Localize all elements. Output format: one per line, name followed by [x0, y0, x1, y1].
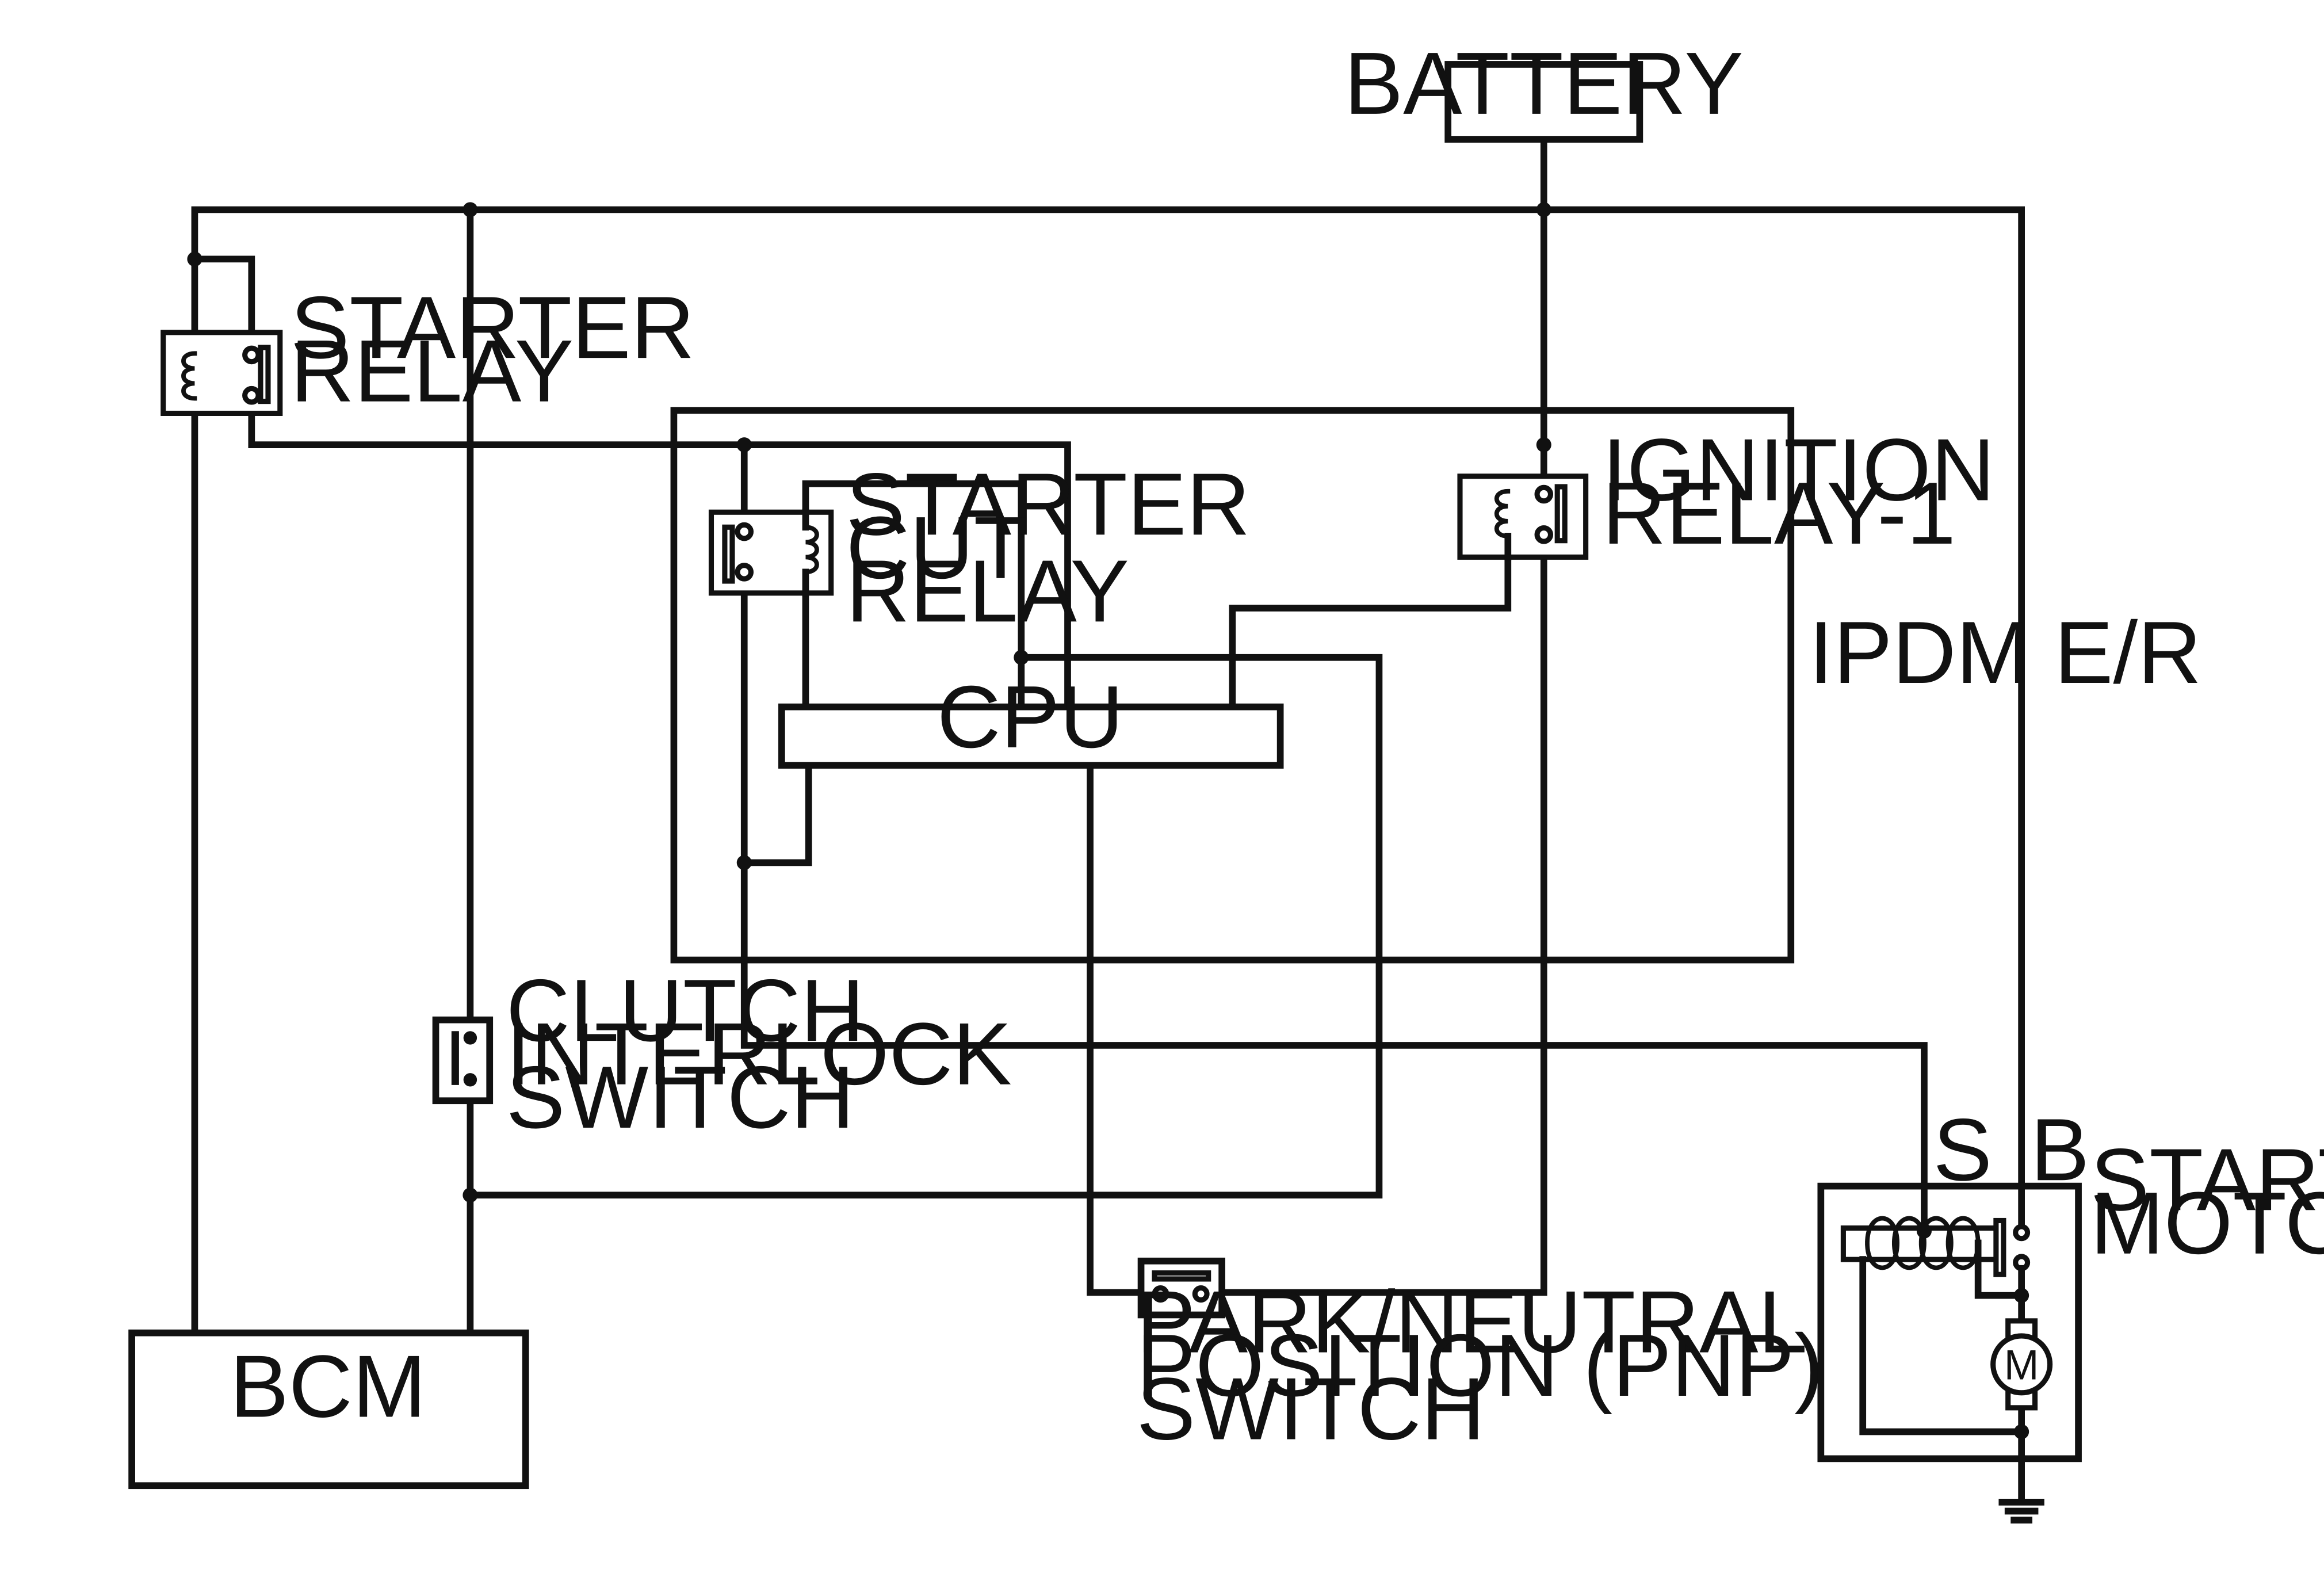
ipdm-outline	[670, 407, 1795, 964]
pnp-label-2: POSITION (PNP)	[1137, 1316, 1824, 1415]
motor-symbol: M	[2004, 1342, 2039, 1388]
wire-clutch-return	[467, 654, 1383, 1199]
bcm: BCM	[128, 1329, 529, 1490]
starter-relay: STARTER RELAY	[160, 278, 695, 421]
cpu-label: CPU	[937, 667, 1123, 766]
coil-icon	[1494, 488, 1511, 539]
ignition-relay-label-1: IGNITION	[1602, 420, 1994, 519]
cut-relay-label-2: CUT	[846, 498, 1028, 597]
ipdm-label: IPDM E/R	[1809, 603, 2202, 702]
battery-label: BATTERY	[1344, 34, 1744, 133]
starter-relay-label-1: STARTER	[290, 278, 695, 377]
terminal-b-label: B	[2031, 1100, 2089, 1199]
wire-starter-relay-feed	[191, 255, 255, 356]
battery: BATTERY	[1344, 34, 1744, 143]
junction-dot	[462, 1187, 478, 1203]
cut-relay-label-3: RELAY	[846, 541, 1129, 640]
coil-icon	[181, 351, 197, 401]
wire-cpu-ignition	[1229, 553, 1512, 711]
junction-dot	[1014, 650, 1029, 665]
pnp-switch: PARK/NEUTRAL POSITION (PNP) SWITCH	[1137, 1257, 1824, 1458]
junction-dot	[187, 251, 202, 267]
terminal-s-label: S	[1933, 1100, 1992, 1199]
clutch-label-3: SWITCH	[506, 1048, 855, 1147]
junction-dot	[2014, 1424, 2029, 1439]
starter-cut-relay: STARTER CUT RELAY	[708, 455, 1251, 640]
ignition-relay: IGNITION RELAY-1	[1457, 420, 1995, 563]
wire-cpu-pnp	[1087, 762, 1145, 1296]
starter-motor-label-1: STARTER	[2090, 1130, 2324, 1229]
ipdm-module: IPDM E/R	[670, 407, 2202, 964]
clutch-interlock-switch: CLUTCH INTERLOCK SWITCH	[432, 961, 1012, 1147]
wire-cpu-monitor	[740, 762, 812, 866]
solenoid-coil-icon	[1865, 1216, 1981, 1270]
junction-dot	[462, 202, 478, 217]
ignition-relay-label-2: RELAY-1	[1602, 464, 1956, 563]
wiring	[191, 136, 2025, 1337]
pnp-label-3: SWITCH	[1137, 1360, 1485, 1458]
junction-dot	[2014, 1288, 2029, 1303]
coil-icon	[803, 525, 819, 575]
clutch-label-1: CLUTCH	[506, 961, 865, 1060]
ground-icon	[1998, 1498, 2044, 1523]
cpu: CPU	[778, 667, 1284, 769]
pnp-label-1: PARK/NEUTRAL	[1137, 1273, 1807, 1372]
junction-dot	[1916, 1223, 1932, 1239]
junction-dot	[1536, 437, 1551, 453]
starter-motor: M S B STARTER MOTOR	[1817, 1100, 2324, 1523]
starter-relay-label-2: RELAY	[290, 322, 574, 421]
junction-dot	[736, 437, 752, 453]
starter-motor-label-2: MOTOR	[2090, 1174, 2324, 1273]
junction-dot	[736, 855, 752, 870]
wire-main-bus	[191, 206, 2025, 1235]
cut-relay-label-1: STARTER	[846, 455, 1251, 553]
wire-relay-output	[248, 393, 1071, 711]
clutch-label-2: INTERLOCK	[506, 1005, 1012, 1103]
wire-to-starter-s	[740, 568, 1928, 1235]
junction-dot	[1536, 202, 1551, 217]
wire-ignition-pnp	[1217, 529, 1547, 1296]
bcm-label: BCM	[230, 1337, 426, 1435]
junction-dots	[187, 202, 2029, 1439]
